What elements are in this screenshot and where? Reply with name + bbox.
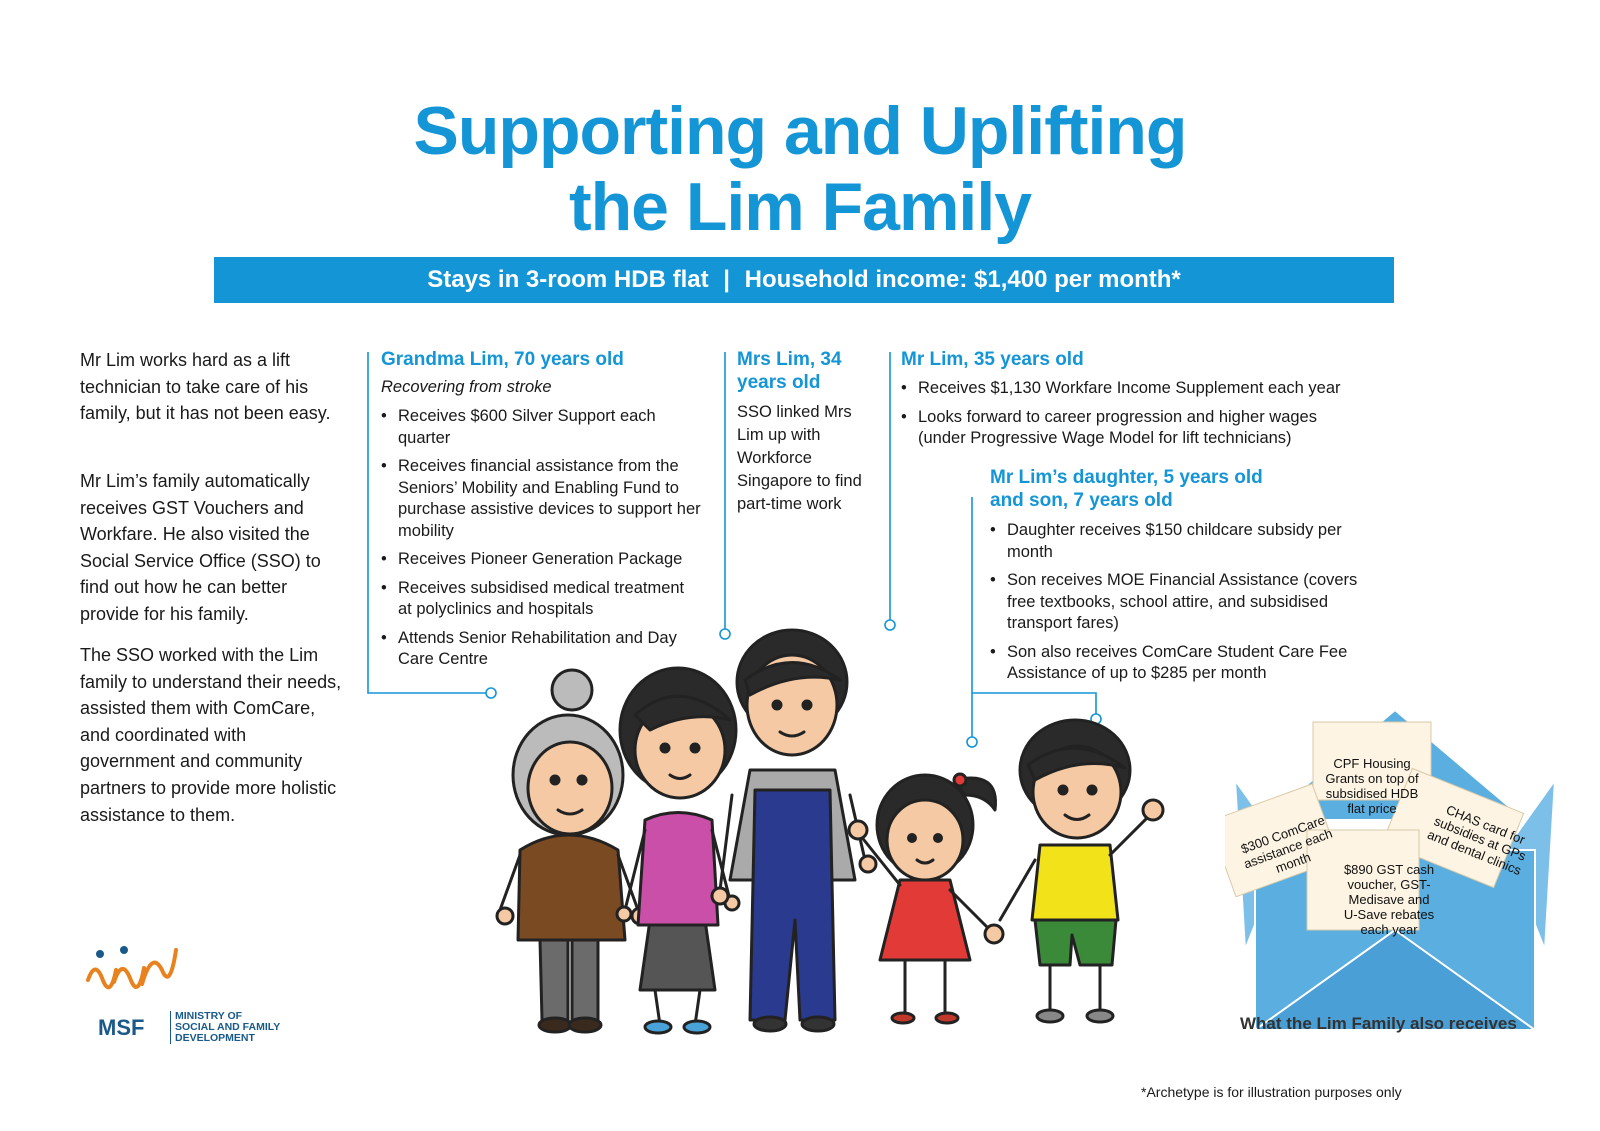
msf-logo-abbr: MSF: [98, 1015, 145, 1040]
list-item: Looks forward to career progression and …: [901, 407, 1361, 450]
list-item: Receives $1,130 Workfare Income Suppleme…: [901, 378, 1361, 400]
envelope-caption: What the Lim Family also receives: [1240, 1014, 1517, 1033]
intro-paragraph-2: Mr Lim’s family automatically receives G…: [80, 471, 321, 624]
list-item: Daughter receives $150 childcare subsidy…: [990, 520, 1380, 563]
grandma-title: Grandma Lim, 70 years old: [381, 349, 624, 370]
list-item: Receives Pioneer Generation Package: [381, 549, 701, 571]
list-item: Receives $600 Silver Support each quarte…: [381, 406, 701, 449]
children-benefits-list: Daughter receives $150 childcare subsidy…: [990, 520, 1380, 692]
list-item: Son also receives ComCare Student Care F…: [990, 642, 1380, 685]
household-banner: Stays in 3-room HDB flat | Household inc…: [214, 257, 1394, 303]
card-center-bg: [1306, 829, 1420, 931]
daughter-connector-dot: [966, 736, 978, 748]
grandma-figure: [495, 668, 650, 1034]
income-text: Household income: $1,400 per month*: [744, 266, 1181, 293]
list-item: Receives subsidised medical treatment at…: [381, 578, 701, 621]
list-item: Receives financial assistance from the S…: [381, 456, 701, 542]
intro-paragraph-1: Mr Lim works hard as a lift technician t…: [80, 350, 331, 424]
grandma-connector-dot: [485, 687, 497, 699]
banner-separator: |: [723, 266, 730, 293]
page-title-line2: the Lim Family: [568, 169, 1032, 245]
son-connector: [972, 692, 1097, 714]
footnote: *Archetype is for illustration purposes …: [1141, 1084, 1402, 1100]
intro-paragraph-3: The SSO worked with the Lim family to un…: [80, 645, 342, 825]
mr-lim-connector-dot: [884, 619, 896, 631]
card-cpf-housing: CPF Housing Grants on top of subsidised …: [1325, 756, 1419, 816]
family-illustration: [495, 628, 1165, 1035]
msf-logo-line3: DEVELOPMENT: [175, 1032, 255, 1044]
msf-logo-icon: [86, 946, 178, 990]
mr-lim-benefits-list: Receives $1,130 Workfare Income Suppleme…: [901, 378, 1361, 457]
msf-logo-line1: MINISTRY OF: [175, 1010, 243, 1022]
grandma-subtitle: Recovering from stroke: [381, 378, 552, 396]
daughter-figure: [847, 772, 1005, 1025]
page-title-line1: Supporting and Uplifting: [413, 93, 1188, 169]
mrs-lim-text: SSO linked Mrs Lim up with Workforce Sin…: [737, 403, 862, 513]
list-item: Attends Senior Rehabilitation and Day Ca…: [381, 628, 701, 671]
envelope-graphic: [1225, 708, 1557, 1031]
children-title: Mr Lim’s daughter, 5 years old and son, …: [990, 467, 1263, 511]
grandma-connector: [367, 352, 490, 694]
card-gst-voucher: $890 GST cash voucher, GST-Medisave and …: [1343, 862, 1435, 937]
mr-lim-figure: [710, 628, 878, 1033]
grandma-benefits-list: Receives $600 Silver Support each quarte…: [381, 406, 701, 678]
msf-logo-text: MINISTRY OF SOCIAL AND FAMILY DEVELOPMEN…: [170, 1011, 280, 1044]
son-figure: [998, 718, 1165, 1024]
mrs-lim-figure: [615, 666, 741, 1035]
mr-lim-title: Mr Lim, 35 years old: [901, 349, 1084, 370]
housing-text: Stays in 3-room HDB flat: [427, 266, 709, 293]
msf-logo-line2: SOCIAL AND FAMILY: [175, 1021, 281, 1033]
list-item: Son receives MOE Financial Assistance (c…: [990, 570, 1380, 635]
mrs-lim-connector-dot: [719, 628, 731, 640]
mrs-lim-title: Mrs Lim, 34 years old: [737, 349, 842, 393]
card-right-bg: [1381, 767, 1525, 889]
